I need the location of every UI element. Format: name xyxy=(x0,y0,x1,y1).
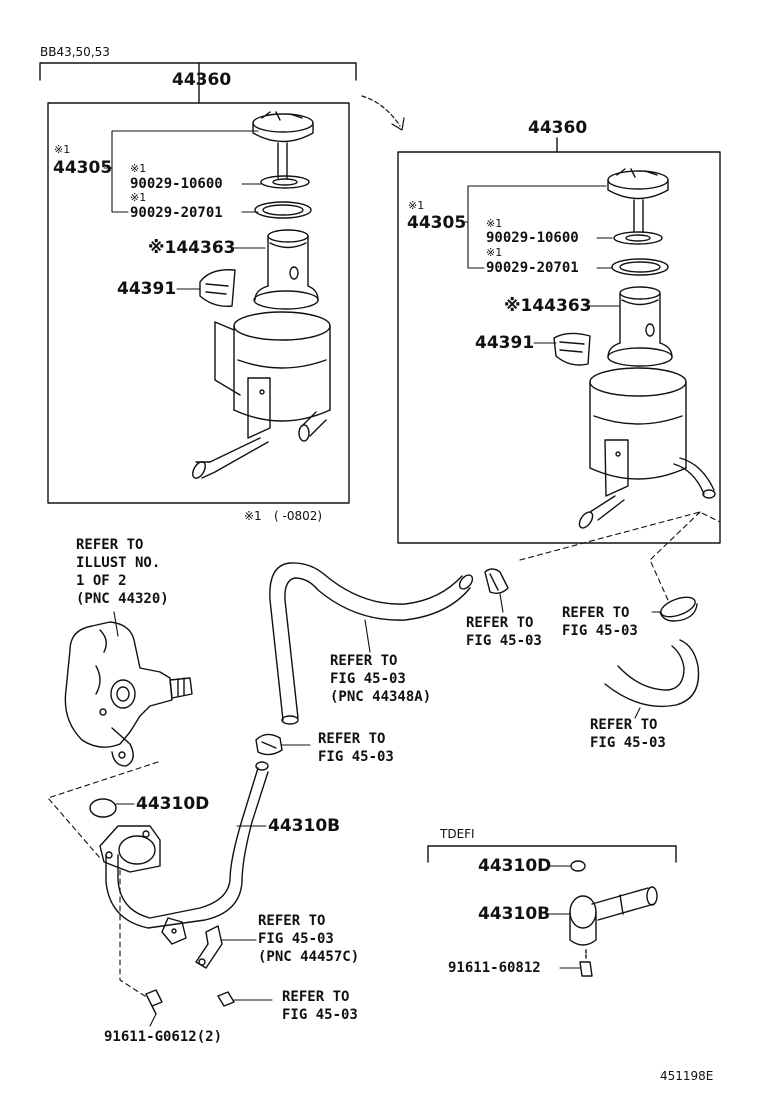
ref-hose-main-line3: (PNC 44348A) xyxy=(330,689,432,705)
ref-pump-line3: 1 OF 2 xyxy=(76,573,127,589)
left-assembly-box xyxy=(47,102,350,504)
right-cap-mark: ※1 xyxy=(408,199,425,212)
bolt-lower-mid xyxy=(217,991,273,1007)
tdefi-bolt-number: 91611-60812 xyxy=(448,960,541,976)
tdefi-bolt xyxy=(559,961,593,977)
left-group-bracket xyxy=(39,62,357,104)
ref-bracket-line1: REFER TO xyxy=(258,913,326,929)
ref-bolt-line2: FIG 45-03 xyxy=(282,1007,358,1023)
clamp-tube xyxy=(255,733,311,756)
left-leader-lines xyxy=(103,130,266,290)
tdefi-oring-number: 44310D xyxy=(478,856,552,876)
oring-number: 44310D xyxy=(136,794,210,814)
bolt-lower-left xyxy=(145,989,163,1027)
left-cap-assy-number: 44305 xyxy=(53,158,113,178)
left-sticker-number: 44391 xyxy=(117,279,177,299)
ref-clamp-right-line1: REFER TO xyxy=(562,605,630,621)
ref-hose-main-line2: FIG 45-03 xyxy=(330,671,406,687)
left-gasket1-number: 90029-10600 xyxy=(130,176,223,192)
ref-bracket-line3: (PNC 44457C) xyxy=(258,949,360,965)
dashed-union-to-bolt xyxy=(119,869,149,999)
right-reservoir-drawing xyxy=(553,168,716,529)
ref-hose-main-line1: REFER TO xyxy=(330,653,398,669)
ref-pump-line4: (PNC 44320) xyxy=(76,591,169,607)
ref-hose-right-line1: REFER TO xyxy=(590,717,658,733)
oring-lower xyxy=(89,798,135,818)
right-assembly-box xyxy=(397,151,721,544)
clamp-upper-mid xyxy=(484,568,509,613)
left-filter-number: ※144363 xyxy=(148,238,236,258)
ref-clamp-right-line2: FIG 45-03 xyxy=(562,623,638,639)
ref-hose-right-line2: FIG 45-03 xyxy=(590,735,666,751)
tdefi-title: TDEFI xyxy=(440,827,475,841)
ref-bolt-line1: REFER TO xyxy=(282,989,350,1005)
right-gasket2-mark: ※1 xyxy=(486,246,503,259)
tdefi-union-number: 44310B xyxy=(478,904,551,924)
right-gasket2-number: 90029-20701 xyxy=(486,260,579,276)
ref-clamp-mid-line2: FIG 45-03 xyxy=(466,633,542,649)
right-filter-number: ※144363 xyxy=(504,296,592,316)
left-assembly-number: 44360 xyxy=(172,70,232,90)
left-gasket2-number: 90029-20701 xyxy=(130,205,223,221)
right-sticker-number: 44391 xyxy=(475,333,535,353)
ref-clamp-tube-line1: REFER TO xyxy=(318,731,386,747)
tdefi-bracket xyxy=(427,845,677,863)
legend-range: ( -0802) xyxy=(274,509,323,523)
left-cap-mark: ※1 xyxy=(54,143,71,156)
left-reservoir-drawing xyxy=(192,111,331,479)
suction-hose xyxy=(269,562,474,725)
left-gasket2-mark: ※1 xyxy=(130,191,147,204)
bolt-number: 91611-G0612(2) xyxy=(104,1029,223,1045)
ref-clamp-mid-line1: REFER TO xyxy=(466,615,534,631)
dashed-pump-to-union xyxy=(47,761,159,859)
union-block xyxy=(99,825,161,873)
arrow-left-to-right xyxy=(361,95,405,131)
right-assembly-number: 44360 xyxy=(528,118,588,138)
ref-pump-line2: ILLUST NO. xyxy=(76,555,161,571)
dashed-connector-right-hose xyxy=(649,511,701,601)
figure-id: 451198E xyxy=(660,1069,714,1083)
ref-clamp-tube-line2: FIG 45-03 xyxy=(318,749,394,765)
tube-bracket xyxy=(161,917,187,945)
mount-bracket xyxy=(195,925,257,969)
legend-mark: ※1 xyxy=(244,509,262,523)
tdefi-oring xyxy=(548,860,586,872)
dashed-connector-right xyxy=(519,511,721,561)
pressure-tube xyxy=(105,761,269,929)
right-cap-assy-number: 44305 xyxy=(407,213,467,233)
ref-bracket-line2: FIG 45-03 xyxy=(258,931,334,947)
return-hose-right xyxy=(604,639,700,719)
right-gasket1-number: 90029-10600 xyxy=(486,230,579,246)
left-gasket1-mark: ※1 xyxy=(130,162,147,175)
clamp-right xyxy=(651,596,698,622)
right-gasket1-mark: ※1 xyxy=(486,217,503,230)
tdefi-union xyxy=(547,886,658,961)
ref-pump-line1: REFER TO xyxy=(76,537,144,553)
model-code: BB43,50,53 xyxy=(40,45,110,59)
right-leader-lines xyxy=(461,185,621,344)
pump-drawing xyxy=(64,611,193,767)
tube-number: 44310B xyxy=(268,816,341,836)
